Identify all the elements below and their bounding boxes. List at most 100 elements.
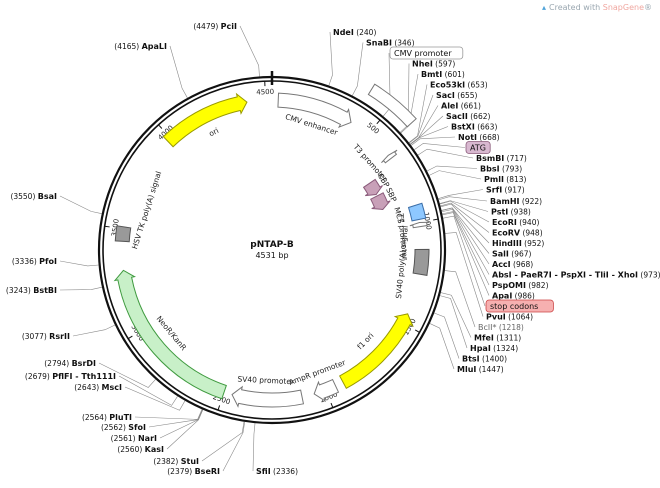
site-cmv-promoter[interactable]: CMV promoter (389, 46, 464, 60)
site-leader-line (445, 232, 484, 317)
site-position: (1064) (506, 313, 533, 322)
site-mfei[interactable]: MfeI (1311) (474, 334, 521, 343)
site-bseri[interactable]: (2379) BseRI (167, 467, 220, 476)
site-rsrii[interactable]: (3077) RsrII (22, 332, 70, 341)
feature-cmv-enhancer[interactable] (277, 92, 352, 129)
feature-cbp[interactable] (362, 178, 383, 197)
site-leader-line (440, 203, 490, 244)
site-alei[interactable]: AleI (661) (441, 102, 481, 111)
site-ecorv[interactable]: EcoRV (948) (492, 229, 543, 238)
site-nhei[interactable]: NheI (597) (412, 60, 455, 69)
site-position: (952) (522, 239, 545, 248)
site-sali[interactable]: SalI (967) (492, 250, 532, 259)
site-label: (2643) MscI (74, 383, 122, 392)
site-pcii[interactable]: (4479) PciI (193, 22, 237, 31)
feature-cmv-promoter[interactable] (367, 83, 417, 128)
site-noti[interactable]: NotI (668) (458, 133, 500, 142)
feature-sv40-promoter[interactable] (231, 385, 305, 408)
feature-neor-kanr[interactable] (113, 269, 227, 400)
site-bbsi[interactable]: BbsI (793) (480, 165, 522, 174)
feature-sv40-poly-a-signal[interactable] (412, 248, 430, 276)
tick-mark (330, 402, 334, 408)
site-bamhi[interactable]: BamHI (922) (490, 197, 542, 206)
site-label: HpaI (1324) (470, 344, 518, 353)
site-label: PspOMI (982) (492, 281, 549, 290)
site-bmti[interactable]: BmtI (601) (421, 70, 465, 79)
site-ecori[interactable]: EcoRI (940) (492, 218, 539, 227)
site-eco53ki[interactable]: Eco53kI (653) (430, 81, 488, 90)
site-atg[interactable]: ATG (465, 141, 491, 154)
feature-sbp[interactable] (370, 192, 391, 211)
site-saci[interactable]: SacI (655) (436, 91, 478, 100)
site-leader-line (59, 286, 103, 291)
site-label: SrfI (917) (486, 186, 525, 195)
site-position: (661) (458, 102, 481, 111)
site-apali[interactable]: (4165) ApaLI (114, 42, 167, 51)
site-hpai[interactable]: HpaI (1324) (470, 344, 518, 353)
site-msci[interactable]: (2643) MscI (74, 383, 122, 392)
tick-mark (127, 335, 133, 340)
site-sfii[interactable]: SfiI (2336) (256, 467, 298, 476)
site-bcli[interactable]: BclI* (1218) (478, 323, 524, 332)
site-pmli[interactable]: PmlI (813) (484, 175, 527, 184)
site-mlui[interactable]: MluI (1447) (457, 365, 504, 374)
site-label: (3077) RsrII (22, 332, 70, 341)
site-label: CMV promoter (394, 49, 452, 58)
site-nari[interactable]: (2561) NarI (111, 434, 157, 443)
feature-ori[interactable] (162, 92, 248, 148)
site-pspomi[interactable]: PspOMI (982) (492, 281, 549, 290)
site-psti[interactable]: PstI (938) (491, 208, 531, 217)
feature-mcs[interactable] (407, 202, 427, 222)
site-position: (2643) (74, 383, 101, 392)
feature-t3-promoter[interactable] (381, 149, 398, 164)
feature-f1-ori[interactable] (338, 313, 414, 389)
site-leader-line (439, 295, 468, 349)
site-sfoi[interactable]: (2562) SfoI (101, 423, 146, 432)
site-leader-line (134, 409, 203, 420)
site-pluti[interactable]: (2564) PluTI (82, 413, 132, 422)
site-position: (668) (477, 133, 500, 142)
site-hindiii[interactable]: HindIII (952) (492, 239, 544, 248)
site-bstxi[interactable]: BstXI (663) (451, 123, 497, 132)
site-ndei[interactable]: NdeI (240) (333, 28, 376, 37)
site-btsi[interactable]: BtsI (1400) (462, 355, 507, 364)
site-srfi[interactable]: SrfI (917) (486, 186, 525, 195)
site-name: ApaI (492, 292, 512, 301)
site-leader-line (410, 126, 449, 145)
site-name: PluTI (109, 413, 132, 422)
feature-hsv-tk-poly-a-signal[interactable] (114, 225, 132, 243)
site-label: (4479) PciI (193, 22, 237, 31)
site-bsmbi[interactable]: BsmBI (717) (476, 154, 527, 163)
site-pfoi[interactable]: (3336) PfoI (12, 257, 57, 266)
feature-label-f1-ori: f1 ori (355, 331, 375, 351)
site-leader-line (441, 207, 490, 265)
site-leader-line (426, 165, 478, 172)
site-position: (3550) (10, 192, 37, 201)
feature-label-sv40-promoter: SV40 promoter (237, 375, 295, 387)
site-pflfi-tth111i[interactable]: (2679) PflFI - Tth111I (25, 372, 116, 381)
feature-t7-promoter[interactable] (409, 221, 430, 229)
site-snabi[interactable]: SnaBI (346) (366, 39, 415, 48)
site-bstbi[interactable]: (3243) BstBI (6, 286, 57, 295)
site-bsrdi[interactable]: (2794) BsrDI (44, 359, 96, 368)
site-kasi[interactable]: (2560) KasI (117, 445, 164, 454)
feature-ampr-promoter[interactable] (313, 378, 340, 403)
site-label: SacI (655) (436, 91, 478, 100)
site-absi-paer7i-pspxi-tlii-xhoi[interactable]: AbsI - PaeR7I - PspXI - TliI - XhoI (973… (492, 271, 660, 280)
site-leader-line (439, 200, 489, 212)
site-stop-codons[interactable]: stop codons (485, 299, 554, 313)
site-pvui[interactable]: PvuI (1064) (486, 313, 533, 322)
site-label: BmtI (601) (421, 70, 465, 79)
site-acci[interactable]: AccI (968) (492, 260, 533, 269)
site-apai[interactable]: ApaI (986) (492, 292, 535, 301)
site-bsai[interactable]: (3550) BsaI (10, 192, 57, 201)
site-label: PmlI (813) (484, 175, 527, 184)
site-name: BsrDI (72, 359, 96, 368)
site-name: MluI (457, 365, 476, 374)
site-position: (597) (433, 60, 456, 69)
site-sacii[interactable]: SacII (662) (446, 112, 490, 121)
site-stui[interactable]: (2382) StuI (153, 457, 199, 466)
site-position: (4479) (193, 22, 220, 31)
snapgene-credit: ▴Created with SnapGene® (542, 3, 652, 12)
